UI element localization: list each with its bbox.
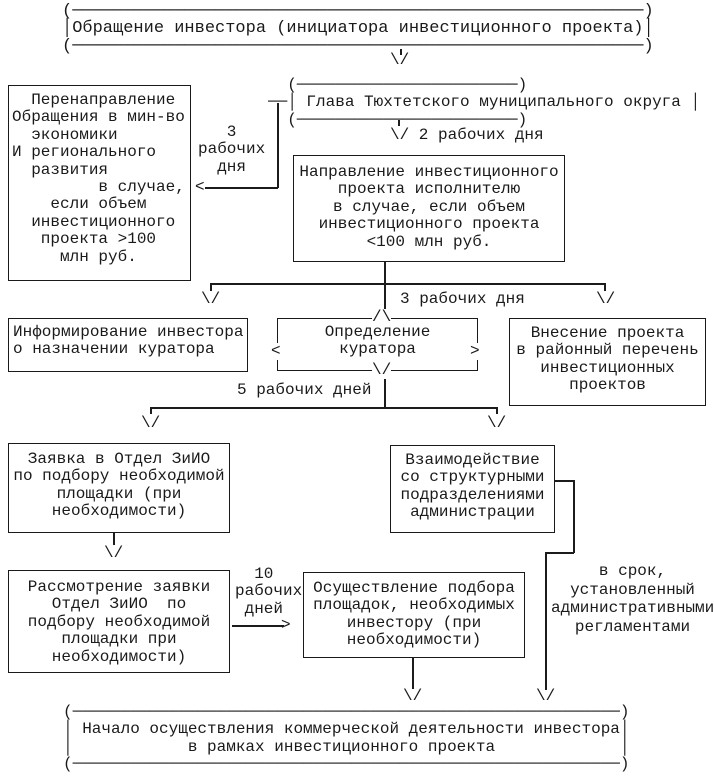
- box-ziio-request: Заявка в Отдел ЗиИО по подбору необходим…: [8, 443, 230, 533]
- box-project-registry: Внесение проекта в районный перечень инв…: [509, 318, 706, 406]
- arrow-down-final-right-icon: \/: [536, 687, 556, 705]
- box-admin-interaction-text: Взаимодействие со структурными подраздел…: [400, 451, 545, 522]
- box-site-selection-text: Осуществление подбора площадок, необходи…: [313, 579, 515, 650]
- connector-branch2-left-tick: [150, 407, 152, 414]
- connector-direction-to-branch: [384, 262, 386, 283]
- arrow-down-final-left-icon: \/: [403, 687, 423, 705]
- connector-curator-to-branch2: [384, 377, 386, 407]
- connector-interaction-vertical1: [573, 480, 575, 553]
- label-2-working-days: \/ 2 рабочих дня: [390, 126, 544, 144]
- box-project-registry-text: Внесение проекта в районный перечень инв…: [516, 324, 699, 395]
- arrow-down-to-registry-icon: \/: [596, 290, 616, 308]
- box-redirect-ministry-text: Перенаправление Обращения в мин-во эконо…: [12, 91, 185, 266]
- connector-selection-to-final: [412, 658, 414, 689]
- box-admin-interaction: Взаимодействие со структурными подраздел…: [390, 445, 555, 533]
- connector-branch-horizontal: [210, 283, 605, 285]
- box-ziio-request-text: Заявка в Отдел ЗиИО по подбору необходим…: [13, 450, 225, 521]
- arrow-right-exit-curator-icon: >: [470, 342, 480, 361]
- label-deadline-regulations: в срок, установленный административными …: [551, 562, 714, 636]
- arrow-down-to-interaction-icon: \/: [487, 414, 507, 432]
- label-3-working-days: 3 рабочих дня: [400, 290, 525, 308]
- box-investor-appeal: (───────────────────────────────────────…: [62, 2, 654, 56]
- label-5-working-days: 5 рабочих дней: [237, 381, 372, 399]
- connector-request-to-review: [113, 533, 115, 545]
- label-3-working-days-left: 3 рабочих дня: [198, 123, 266, 176]
- arrow-right-to-selection-icon: >: [281, 616, 291, 634]
- box-curator-determination-text: Определение куратора: [324, 323, 431, 359]
- arrow-up-entry-curator-icon: /\: [372, 308, 392, 327]
- label-10-working-days: 10 рабочих дней: [235, 565, 303, 618]
- connector-branch-right-tick: [604, 283, 606, 291]
- connector-interaction-jog: [545, 552, 574, 554]
- box-ziio-review-text: Рассмотрение заявки Отдел ЗиИО по подбор…: [27, 578, 211, 666]
- box-ziio-review: Рассмотрение заявки Отдел ЗиИО по подбор…: [8, 570, 230, 673]
- arrow-down-to-request-icon: \/: [141, 414, 161, 432]
- connector-head-to-redirect-horizontal: [205, 187, 278, 189]
- arrow-down-to-head-icon: \/: [390, 51, 410, 69]
- arrow-left-to-redirect-icon: <: [195, 178, 205, 196]
- connector-head-to-redirect-vertical: [277, 103, 279, 188]
- box-district-head: (───────────────────────) ──│ Глава Тюхт…: [268, 76, 701, 129]
- connector-branch-left-tick: [210, 283, 212, 291]
- connector-branch2-right-tick: [496, 407, 498, 414]
- box-investor-notification: Информирование инвестора о назначении ку…: [8, 318, 248, 372]
- box-site-selection: Осуществление подбора площадок, необходи…: [303, 572, 525, 658]
- connector-branch2-horizontal: [150, 407, 497, 409]
- connector-review-to-selection: [232, 625, 284, 627]
- box-direction-to-executor: Направление инвестиционного проекта испо…: [293, 155, 565, 262]
- arrow-left-exit-curator-icon: <: [271, 342, 281, 361]
- connector-appeal-to-head: [400, 49, 402, 55]
- connector-interaction-vertical2: [545, 552, 547, 690]
- connector-interaction-stub: [555, 480, 574, 482]
- box-commercial-start: (───────────────────────────────────────…: [63, 703, 630, 774]
- arrow-down-to-review-icon: \/: [104, 544, 124, 562]
- box-redirect-ministry: Перенаправление Обращения в мин-во эконо…: [8, 85, 191, 281]
- box-direction-to-executor-text: Направление инвестиционного проекта испо…: [299, 163, 559, 251]
- arrow-down-exit-curator-icon: \/: [372, 361, 392, 380]
- box-investor-notification-text: Информирование инвестора о назначении ку…: [13, 323, 244, 359]
- connector-head-to-direction: [398, 120, 400, 126]
- arrow-down-to-notification-icon: \/: [201, 290, 221, 308]
- connector-branch-to-curator: [384, 283, 386, 312]
